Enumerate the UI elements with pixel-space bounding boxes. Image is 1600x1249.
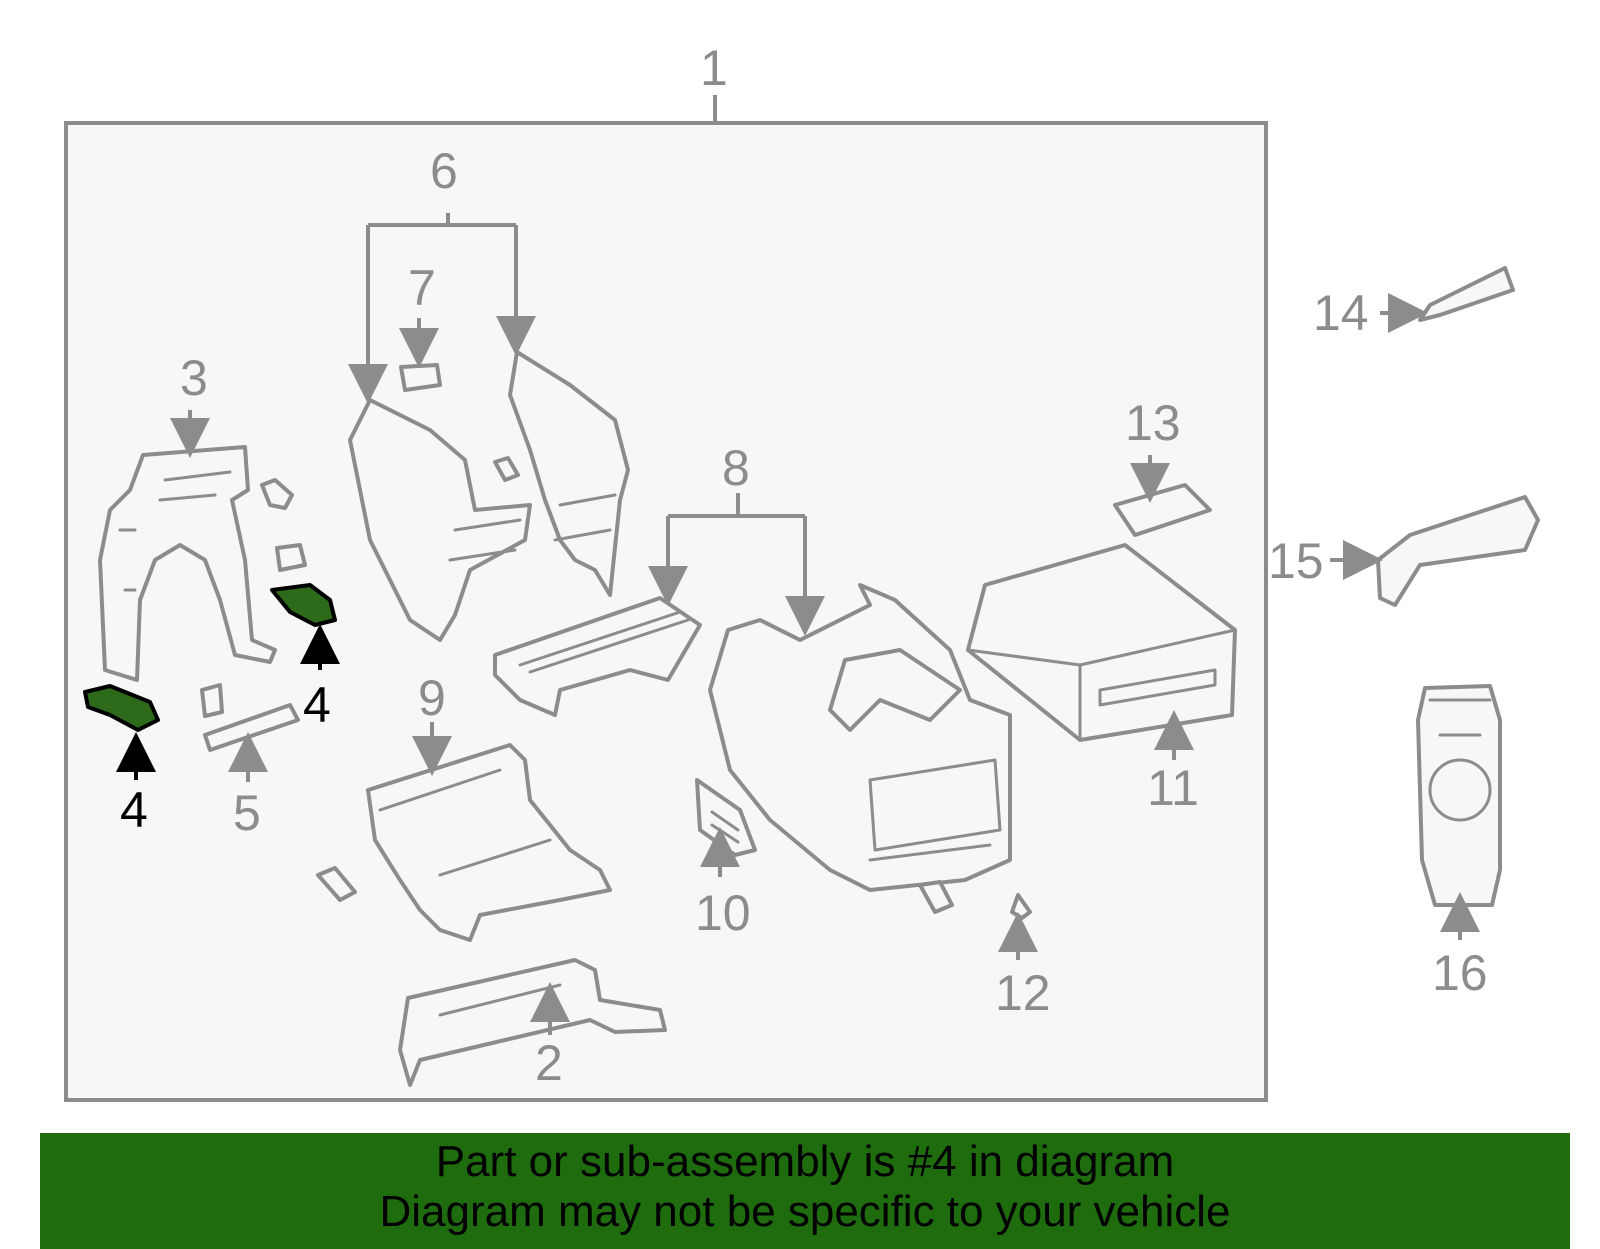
callout-4-lower: 4 [120, 782, 148, 838]
part-6-right-panel[interactable] [508, 350, 630, 597]
clip-icon [275, 543, 307, 572]
part-3-bracket[interactable] [98, 445, 277, 682]
callout-13: 13 [1125, 395, 1181, 451]
callout-6: 6 [430, 143, 458, 199]
part-8-console-body[interactable] [708, 583, 1012, 892]
bolt-icon [260, 478, 294, 510]
part-8-vent[interactable] [493, 596, 702, 717]
part-7-clip[interactable] [399, 363, 442, 392]
banner-line-1: Part or sub-assembly is #4 in diagram [435, 1137, 1175, 1186]
callout-1: 1 [700, 40, 728, 96]
callout-10: 10 [695, 885, 751, 941]
screw-icon [493, 456, 520, 482]
callout-8: 8 [722, 440, 750, 496]
callout-11: 11 [1147, 760, 1199, 816]
callout-15: 15 [1268, 533, 1324, 589]
part-16-remote[interactable] [1416, 684, 1502, 907]
part-6-left-panel[interactable] [348, 398, 532, 642]
part-4-highlighted-upper[interactable] [270, 583, 337, 627]
part-11-box[interactable] [966, 543, 1237, 742]
callout-14: 14 [1313, 285, 1369, 341]
info-banner: Part or sub-assembly is #4 in diagram Di… [40, 1133, 1570, 1249]
bolt-icon [316, 866, 357, 902]
callout-4-upper: 4 [303, 677, 331, 733]
callout-5: 5 [233, 785, 261, 841]
callout-2: 2 [535, 1035, 563, 1091]
callout-9: 9 [418, 670, 446, 726]
callout-12: 12 [995, 965, 1051, 1021]
part-14-cover[interactable] [1418, 266, 1515, 322]
part-9-tray[interactable] [366, 743, 612, 942]
callout-3: 3 [180, 350, 208, 406]
callout-16: 16 [1432, 945, 1488, 1001]
bolt-icon [918, 880, 954, 914]
banner-line-2: Diagram may not be specific to your vehi… [379, 1187, 1231, 1236]
part-4-highlighted-lower[interactable] [83, 684, 160, 732]
part-15-cover[interactable] [1376, 495, 1540, 607]
leader-lines [116, 213, 1480, 1035]
callout-7: 7 [408, 260, 436, 316]
